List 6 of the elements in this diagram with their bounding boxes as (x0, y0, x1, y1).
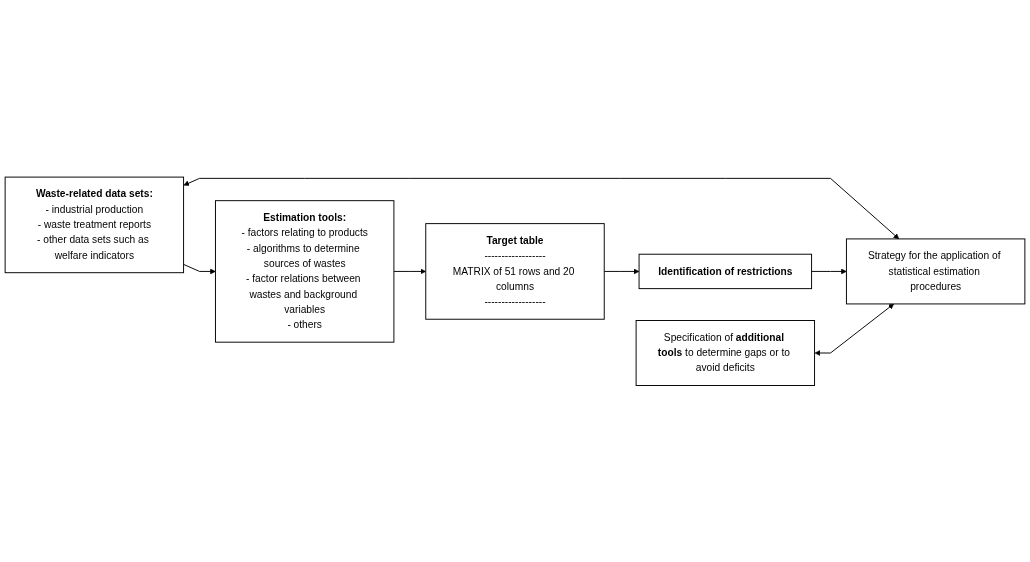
node-box: Estimation tools: - factors relating to products - algorithms to determine sources of wastes - factor relations between wastes and background variables - others (214, 199, 395, 343)
node-box: Identification of restrictions (638, 253, 813, 289)
node-box: Target table ------------------ MATRIX of 51 rows and 20 columns ------------------ (425, 222, 605, 320)
node-box: Waste-related data sets: - industrial production - waste treatment reports - other data sets such as welfare indicators (4, 176, 185, 273)
node-box: Strategy for the application of statistical estimation procedures (845, 238, 1026, 305)
node-box: Specification of additional tools to determine gaps or to avoid deficits (635, 319, 816, 386)
